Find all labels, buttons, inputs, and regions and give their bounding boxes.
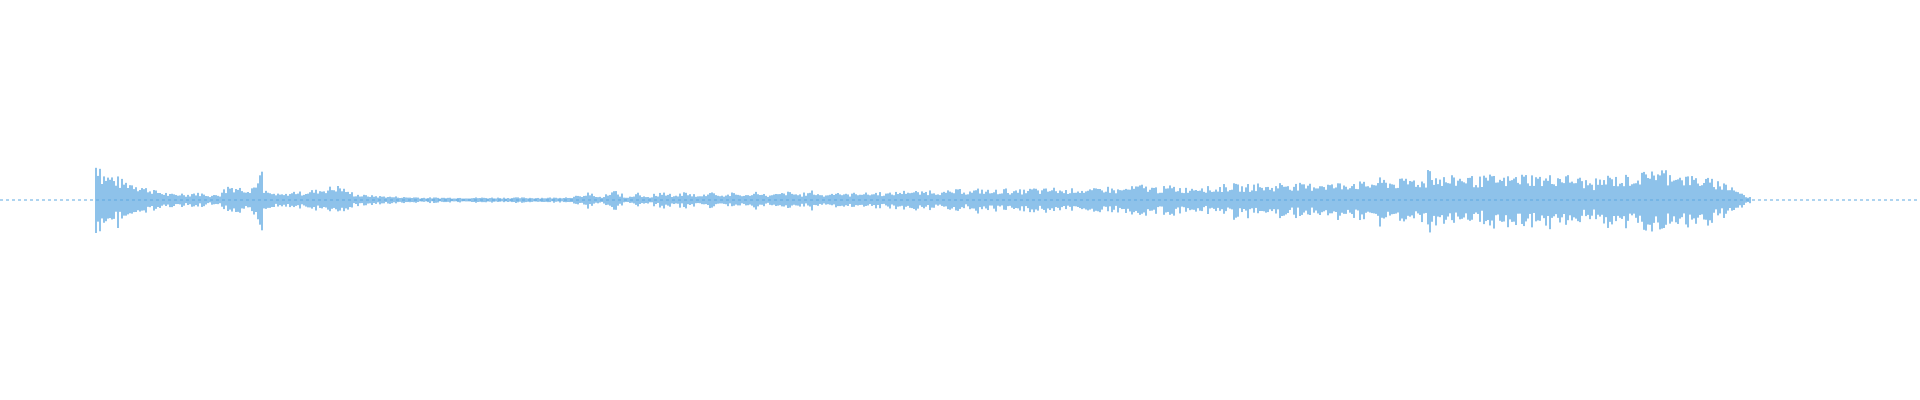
waveform-bars bbox=[95, 167, 1751, 233]
